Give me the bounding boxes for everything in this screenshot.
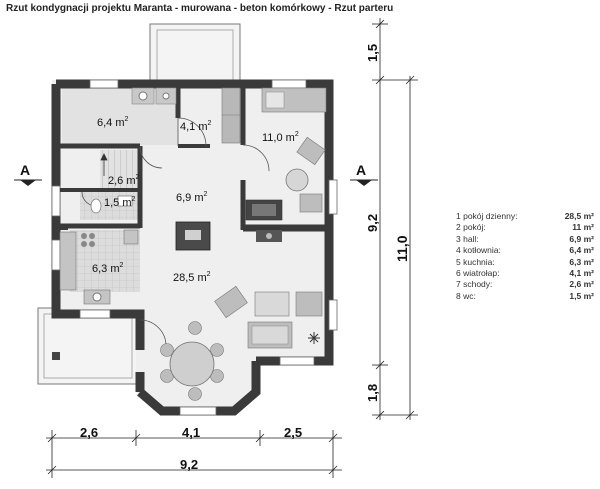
bedroom-furniture [245, 87, 327, 221]
room-area-vestibule: 4,1 m2 [180, 120, 212, 133]
interior-walls [60, 88, 330, 232]
stairs [100, 150, 140, 188]
living-room-furniture [214, 285, 323, 349]
dim-bottom-2: 4,1 [182, 425, 200, 440]
svg-text:A: A [356, 162, 366, 178]
vestibule-wardrobe [221, 87, 241, 144]
stairs-arrow [100, 153, 108, 176]
room-area-boiler: 6,4 m2 [97, 116, 129, 129]
room-labels: 6,4 m2 4,1 m2 11,0 m2 2,6 m2 6,9 m2 1,5 … [92, 116, 299, 284]
dim-right-total: 11,0 [394, 235, 410, 262]
legend-row: 8 wc:1,5 m² [456, 290, 594, 301]
legend-row: 7 schody:2,6 m² [456, 279, 594, 290]
dim-bottom-3: 2,5 [284, 425, 302, 440]
room-area-hall: 6,9 m2 [176, 191, 208, 204]
room-area-stairs: 2,6 m2 [108, 174, 140, 187]
windows [51, 79, 338, 416]
dim-right-2: 9,2 [365, 214, 380, 232]
bottom-dimensions [46, 430, 342, 478]
dining-table [160, 321, 224, 401]
right-dimensions [372, 18, 418, 420]
dim-right-1: 1,5 [365, 44, 380, 62]
svg-text:A: A [20, 162, 30, 178]
entrance-terrace [149, 23, 241, 83]
section-mark-right: A [350, 162, 378, 186]
room-area-living: 28,5 m2 [173, 271, 211, 284]
legend-row: 2 pokój:11 m² [456, 222, 594, 233]
legend-row: 4 kotłownia:6,4 m² [456, 245, 594, 256]
plan-title: Rzut kondygnacji projektu Maranta - muro… [6, 3, 394, 14]
room-legend: 1 pokój dzienny:28,5 m² 2 pokój:11 m² 3 … [456, 211, 594, 302]
dim-right-3: 1,8 [365, 384, 380, 402]
kitchen-fixtures [59, 229, 139, 305]
boiler-room-fixtures [131, 87, 177, 105]
room-area-bedroom: 11,0 m2 [262, 131, 299, 144]
legend-row: 3 hall:6,9 m² [456, 233, 594, 244]
fireplace [175, 221, 282, 251]
legend-row: 1 pokój dzienny:28,5 m² [456, 211, 594, 221]
side-terrace [37, 307, 139, 385]
legend-row: 6 wiatrołap:4,1 m² [456, 267, 594, 278]
section-mark-left: A [14, 162, 42, 186]
dim-bottom-total: 9,2 [180, 457, 198, 472]
legend-row: 5 kuchnia:6,3 m² [456, 256, 594, 267]
wc-fixtures [90, 195, 133, 214]
dim-bottom-1: 2,6 [80, 425, 98, 440]
room-area-wc: 1,5 m2 [104, 196, 136, 209]
room-area-kitchen: 6,3 m2 [92, 262, 124, 275]
